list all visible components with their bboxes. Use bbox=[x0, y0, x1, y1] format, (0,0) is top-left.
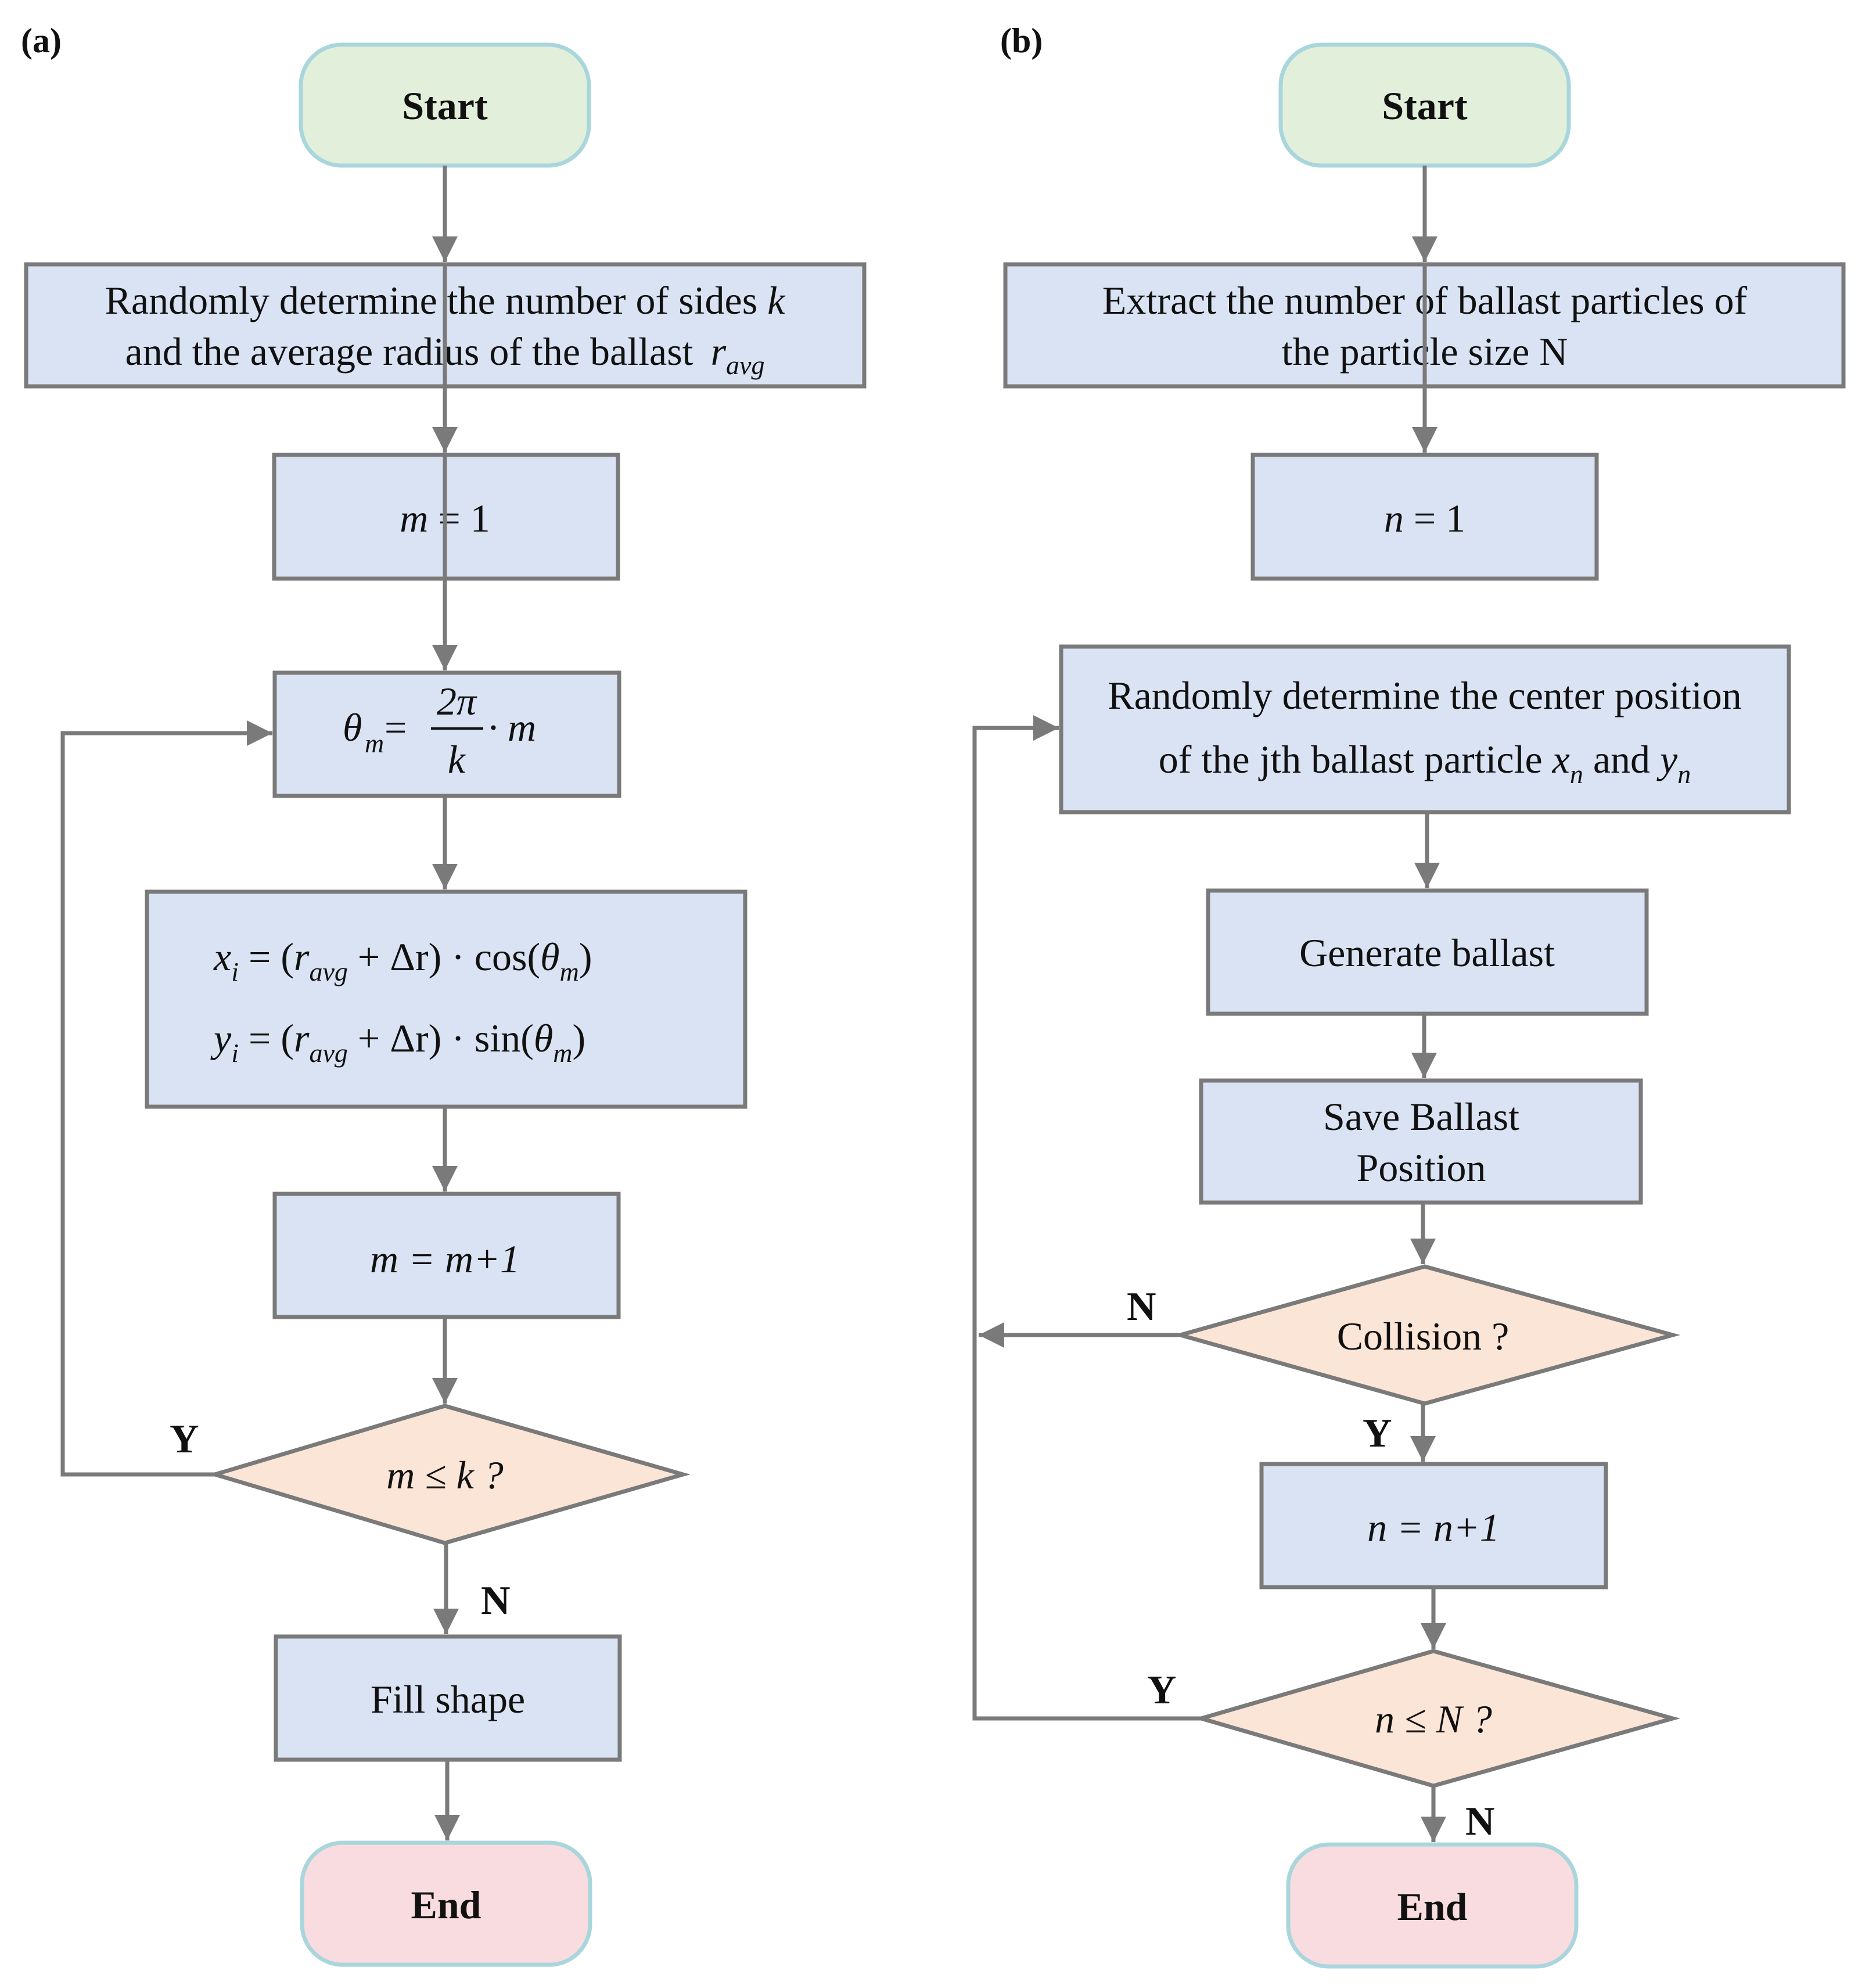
panel-a-step-fill-shape-label: Fill shape bbox=[371, 1677, 525, 1721]
panel-a: (a) Start Randomly determine the number … bbox=[21, 21, 867, 1967]
panel-a-label: (a) bbox=[21, 21, 62, 60]
panel-b-step-save-line2: Position bbox=[1357, 1146, 1486, 1190]
panel-b-collision-label: Collision ? bbox=[1337, 1314, 1510, 1358]
panel-a-yes-label: Y bbox=[170, 1417, 199, 1462]
panel-b-end-label: End bbox=[1397, 1885, 1468, 1929]
panel-a-y-formula: yi = (ravg + Δr) · sin(θm) bbox=[210, 1016, 585, 1068]
svg-text:· m: · m bbox=[488, 705, 536, 749]
panel-a-step-init-m-label: m = 1 bbox=[400, 496, 490, 540]
panel-b-step-increment-n-label: n = n+1 bbox=[1367, 1505, 1500, 1549]
svg-text:2π: 2π bbox=[437, 679, 477, 723]
panel-b-collision-no-label: N bbox=[1127, 1284, 1156, 1329]
panel-a-start-label: Start bbox=[402, 84, 488, 128]
panel-b-connectors bbox=[972, 166, 1446, 1842]
panel-a-decision-label: m ≤ k ? bbox=[386, 1453, 504, 1497]
panel-a-no-label: N bbox=[481, 1578, 511, 1623]
panel-a-connectors bbox=[60, 166, 460, 1840]
panel-b-end-node bbox=[1286, 1842, 1579, 1969]
panel-b-step-increment-n bbox=[1259, 1462, 1608, 1589]
panel-a-step-increment-m-label: m = m+1 bbox=[370, 1237, 520, 1281]
panel-b-step-generate bbox=[1206, 888, 1649, 1016]
panel-a-step-coordinates bbox=[145, 889, 747, 1109]
panel-b-loop-decision bbox=[1194, 1649, 1680, 1788]
svg-text:k: k bbox=[448, 737, 466, 781]
panel-b-collision-decision bbox=[1173, 1264, 1681, 1406]
panel-b-step-generate-label: Generate ballast bbox=[1299, 931, 1555, 975]
panel-b-step-save-line1: Save Ballast bbox=[1323, 1095, 1519, 1139]
panel-b-loop-decision-label: n ≤ N ? bbox=[1375, 1697, 1492, 1741]
svg-text:m: m bbox=[365, 729, 384, 758]
panel-b-start-label: Start bbox=[1382, 84, 1468, 128]
panel-a-end-node bbox=[300, 1840, 592, 1967]
panel-b-loop-yes-label: Y bbox=[1147, 1668, 1177, 1713]
panel-a-step-theta bbox=[272, 670, 621, 798]
svg-text:θ: θ bbox=[343, 705, 362, 749]
panel-b-step-center-line1: Randomly determine the center position bbox=[1108, 673, 1742, 717]
panel-a-end-label: End bbox=[411, 1883, 481, 1927]
panel-b-step-center-position bbox=[1059, 644, 1791, 814]
panel-a-decision-node bbox=[207, 1404, 691, 1545]
panel-b-step-init-n-label: n = 1 bbox=[1384, 496, 1465, 540]
svg-text:=: = bbox=[384, 705, 407, 749]
panel-a-step-random-sides-line1: Randomly determine the number of sides k bbox=[105, 278, 786, 322]
panel-b-label: (b) bbox=[1000, 21, 1043, 60]
panel-b: (b) Start Extract the number of ballast … bbox=[972, 21, 1846, 1969]
panel-a-theta-formula: θ m = 2π k · m bbox=[343, 679, 536, 781]
panel-b-step-center-line2: of the jth ballast particle xn and yn bbox=[1159, 737, 1691, 789]
panel-b-loop-no-label: N bbox=[1465, 1799, 1495, 1844]
panel-b-step-save bbox=[1199, 1078, 1643, 1205]
panel-a-x-formula: xi = (ravg + Δr) · cos(θm) bbox=[213, 935, 592, 986]
panel-a-step-fill-shape bbox=[274, 1634, 622, 1762]
panel-b-step-init-n bbox=[1250, 453, 1599, 581]
panel-b-collision-yes-label: Y bbox=[1363, 1411, 1392, 1456]
